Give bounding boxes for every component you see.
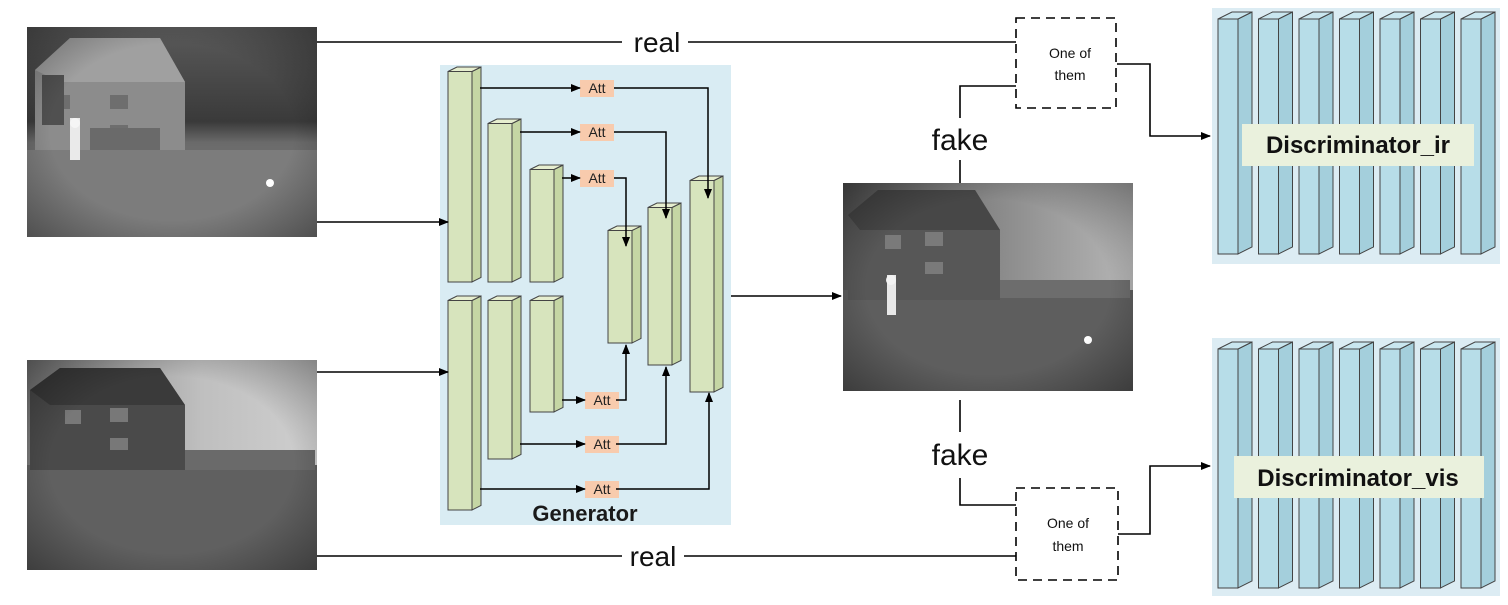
att-module: Att: [585, 436, 619, 453]
fake-label-top: fake: [932, 124, 989, 157]
real-label-bottom: real: [630, 541, 677, 572]
selector-top-line2: them: [1054, 67, 1085, 83]
att-label: Att: [588, 170, 605, 186]
fused-output-image: [843, 183, 1133, 391]
generator-feature-block: [529, 164, 564, 283]
att-label: Att: [593, 392, 610, 408]
selector-box-top: One of them: [1015, 17, 1117, 109]
att-module: Att: [585, 392, 619, 409]
discriminator-ir-label-group: Discriminator_ir: [1242, 124, 1474, 166]
selector-bottom-line1: One of: [1047, 515, 1089, 531]
generator-feature-block: [447, 295, 482, 511]
generator-feature-block: [529, 295, 564, 413]
generator-feature-block: [447, 66, 482, 283]
att-module: Att: [580, 170, 614, 187]
generator-connections: [480, 84, 713, 493]
generator-feature-block: [487, 118, 522, 283]
real-label-top: real: [634, 27, 681, 58]
generator-feature-block: [607, 225, 642, 344]
main-flow-arrows: [317, 38, 1211, 560]
fake-label-bottom: fake: [932, 439, 989, 472]
generator-feature-block: [647, 202, 682, 366]
att-module: Att: [580, 80, 614, 97]
att-module: Att: [585, 481, 619, 498]
att-label: Att: [588, 80, 605, 96]
selector-box-bottom: One of them: [1015, 487, 1119, 581]
discriminator-ir-label: Discriminator_ir: [1266, 132, 1450, 159]
generator-feature-block: [689, 175, 724, 393]
att-module: Att: [580, 124, 614, 141]
infrared-input-image: [27, 27, 317, 237]
selector-top-line1: One of: [1049, 45, 1091, 61]
att-label: Att: [593, 481, 610, 497]
generator-blocks: [447, 66, 724, 511]
discriminator-vis-label: Discriminator_vis: [1257, 465, 1458, 492]
selector-bottom-line2: them: [1052, 538, 1083, 554]
visible-input-image: [27, 360, 317, 570]
generator-label: Generator: [532, 501, 638, 526]
generator-feature-block: [487, 295, 522, 460]
att-label: Att: [593, 436, 610, 452]
att-label: Att: [588, 124, 605, 140]
discriminator-vis-label-group: Discriminator_vis: [1234, 456, 1484, 498]
